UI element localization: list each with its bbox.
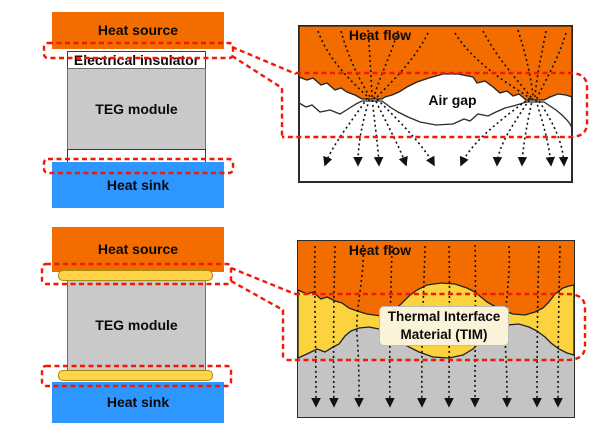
- air-gap-text: Air gap: [428, 91, 477, 108]
- bottom-right-heat-flow-label: Heat flow: [340, 242, 420, 259]
- heat-sink-label: Heat sink: [106, 394, 170, 411]
- callout-connector-line: [230, 279, 285, 360]
- top-right-heat-flow-label: Heat flow: [340, 27, 420, 44]
- top-left-heat-source-block: Heat source: [52, 12, 224, 49]
- teg-module-label: TEG module: [95, 316, 178, 333]
- electrical-insulator-block: Electrical insulator: [67, 51, 206, 69]
- heat-sink-label: Heat sink: [106, 176, 170, 193]
- callout-connector-line: [230, 266, 296, 296]
- top-left-teg-module-block: TEG module: [67, 68, 206, 150]
- air-gap-label: Air gap: [415, 91, 490, 109]
- lower-insulator-block: [67, 149, 206, 163]
- teg-module-label: TEG module: [95, 100, 178, 117]
- heat-flow-text: Heat flow: [348, 242, 412, 259]
- heat-source-label: Heat source: [97, 241, 179, 258]
- bottom-left-heat-sink-block: Heat sink: [52, 382, 224, 423]
- tim-label-line2: Material (TIM): [400, 327, 488, 342]
- heat-source-label: Heat source: [97, 22, 179, 39]
- callout-connector-line: [231, 45, 297, 76]
- tim-strip-top: [58, 270, 213, 281]
- bottom-left-teg-module-block: TEG module: [67, 279, 206, 371]
- top-left-heat-sink-block: Heat sink: [52, 162, 224, 208]
- heat-flow-text: Heat flow: [348, 27, 412, 44]
- tim-label: Thermal Interface Material (TIM): [379, 306, 509, 346]
- bottom-left-heat-source-block: Heat source: [52, 227, 224, 272]
- electrical-insulator-label: Electrical insulator: [73, 51, 200, 68]
- tim-label-line1: Thermal Interface: [387, 308, 501, 324]
- tim-strip-bottom: [58, 370, 213, 381]
- callout-connector-line: [231, 54, 284, 137]
